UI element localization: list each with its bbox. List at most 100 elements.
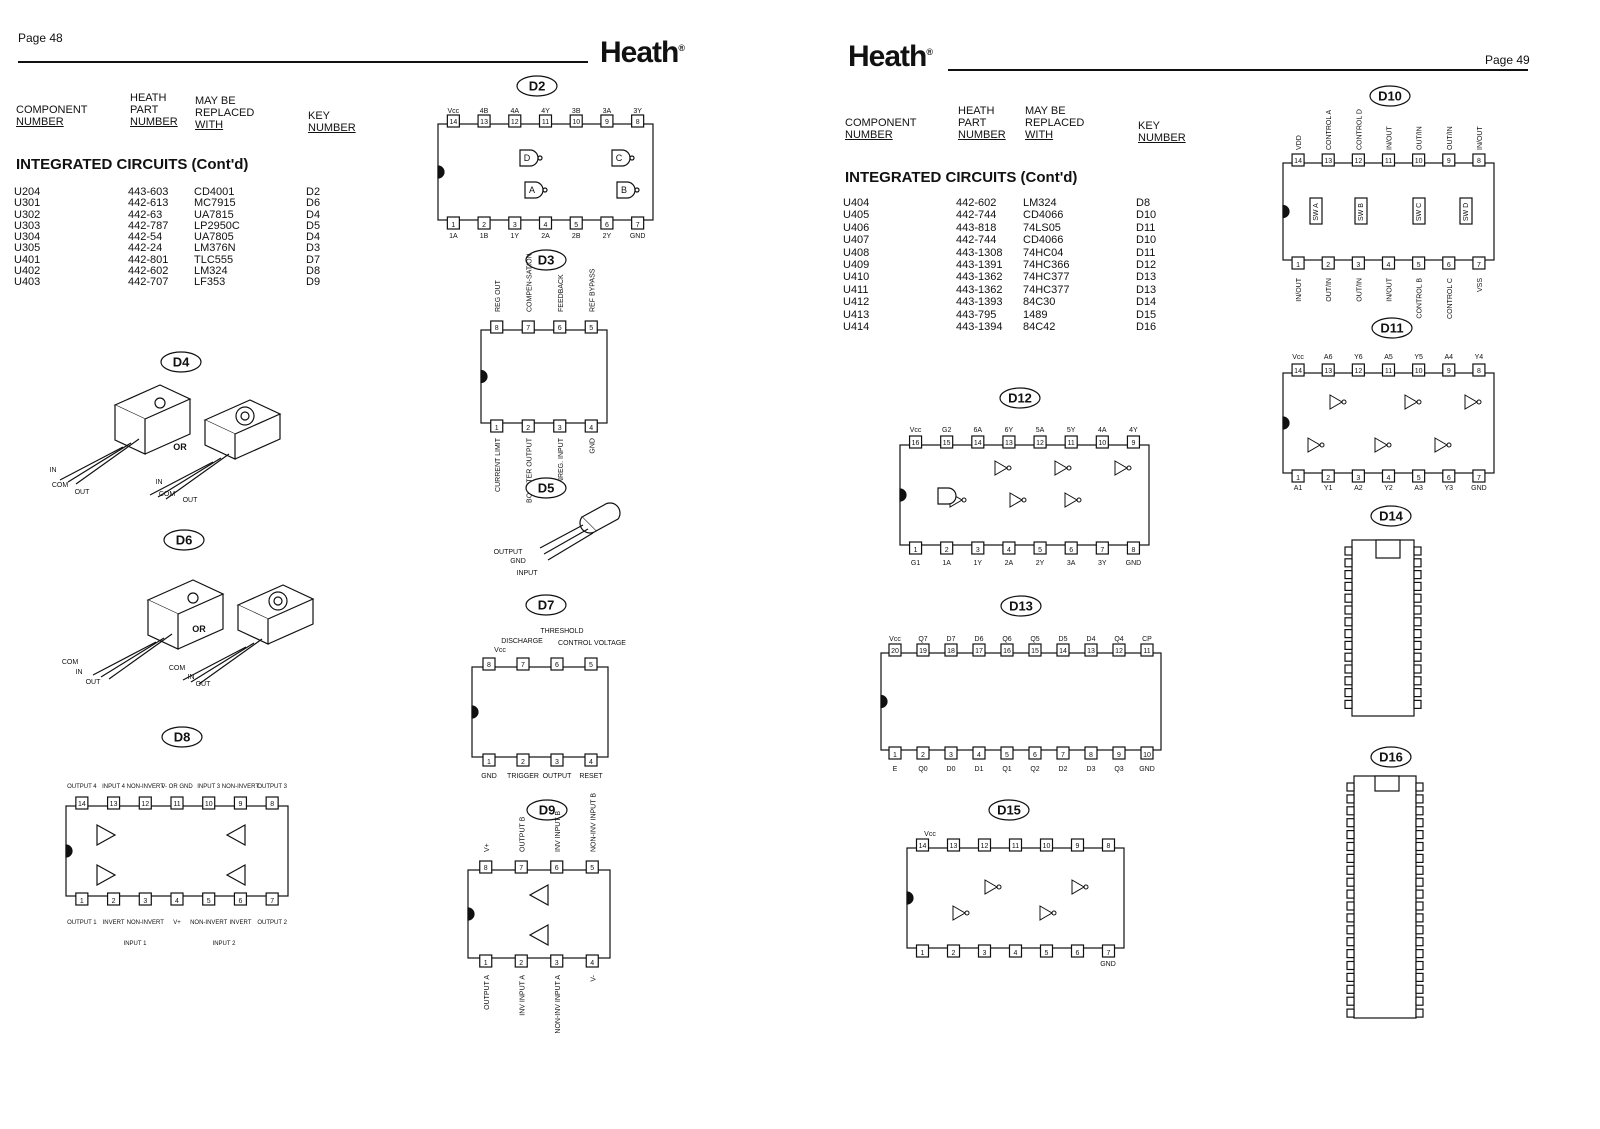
pin-number: 2 bbox=[519, 960, 523, 967]
pin-number: 6 bbox=[555, 662, 559, 669]
pin-label: 5A bbox=[1036, 427, 1045, 434]
diagram-tag-label: D14 bbox=[1379, 509, 1404, 524]
pin-number: 5 bbox=[589, 662, 593, 669]
pin-number: 7 bbox=[1100, 547, 1104, 554]
diagram-tag-label: D6 bbox=[176, 533, 193, 548]
notch-mark bbox=[1282, 204, 1290, 219]
pin-box bbox=[1126, 435, 1141, 449]
pin-box bbox=[1346, 913, 1355, 923]
pin-box bbox=[553, 320, 567, 334]
chip-body bbox=[1282, 372, 1495, 474]
switch-box bbox=[1459, 197, 1473, 225]
pin-number: 9 bbox=[605, 119, 609, 126]
pin-label: OUTPUT 3 bbox=[257, 784, 287, 790]
pin-box bbox=[600, 114, 614, 128]
notch-mark bbox=[1375, 539, 1401, 559]
pin-box bbox=[553, 419, 567, 433]
pin-number: 8 bbox=[1477, 368, 1481, 375]
pin-label: 5Y bbox=[1067, 427, 1076, 434]
pin-box bbox=[138, 892, 152, 906]
pin-number: 6 bbox=[1447, 475, 1451, 482]
pin-box bbox=[482, 657, 496, 671]
pin-number: 6 bbox=[1069, 547, 1073, 554]
pin-label: NON-INVERT bbox=[190, 920, 228, 926]
pin-box bbox=[600, 216, 614, 230]
pin-box bbox=[1346, 853, 1355, 864]
pin-number: 10 bbox=[205, 801, 213, 808]
diagram-tag-oval bbox=[999, 387, 1041, 409]
pin-box bbox=[1413, 546, 1422, 556]
cell-component: U204 bbox=[14, 186, 41, 198]
mount-hole bbox=[187, 592, 199, 604]
cell-part: 443-1308 bbox=[956, 246, 1003, 259]
pin-box bbox=[233, 892, 248, 906]
pin-number: 1 bbox=[914, 547, 918, 554]
gate-label: D bbox=[524, 153, 531, 163]
pin-box bbox=[1415, 841, 1424, 852]
pin-box bbox=[550, 954, 564, 968]
pin-box bbox=[479, 860, 493, 874]
pin-number: 5 bbox=[574, 222, 578, 229]
pin-number: 8 bbox=[1107, 843, 1111, 850]
pin-box bbox=[1344, 605, 1353, 615]
pin-box bbox=[1381, 469, 1396, 483]
pin-box bbox=[1442, 256, 1456, 270]
diagram-tag-label: D13 bbox=[1009, 599, 1033, 614]
pin-box bbox=[1413, 605, 1422, 615]
pin-number: 2 bbox=[1326, 262, 1330, 269]
pin-box bbox=[1412, 363, 1426, 377]
pin-box bbox=[1321, 363, 1335, 377]
pin-box bbox=[265, 796, 279, 810]
pin-label: GND bbox=[1471, 485, 1487, 492]
diagram-tag-label: D10 bbox=[1378, 89, 1402, 104]
pin-label: D5 bbox=[1059, 636, 1068, 643]
pin-box bbox=[1346, 960, 1355, 971]
cell-part: 443-603 bbox=[128, 186, 169, 198]
pin-label: NON-INVERT bbox=[127, 784, 165, 790]
pin-label: 4Y bbox=[1129, 427, 1138, 434]
pin-number: 5 bbox=[207, 898, 211, 905]
lead bbox=[92, 641, 157, 676]
diagram-tag-oval bbox=[1370, 746, 1412, 768]
switch-label: SW D bbox=[1463, 203, 1470, 221]
pin-box bbox=[1000, 746, 1014, 760]
pin-box bbox=[1291, 363, 1305, 377]
pin-box bbox=[1413, 699, 1422, 710]
pin-number: 2 bbox=[112, 898, 116, 905]
lead bbox=[182, 646, 247, 681]
pin-box bbox=[1140, 643, 1154, 657]
pin-label: Q3 bbox=[1114, 766, 1123, 773]
pin-box bbox=[1412, 153, 1426, 167]
pin-box bbox=[888, 643, 902, 657]
cell-replace: UA7815 bbox=[194, 208, 234, 221]
tag-d3: D3 bbox=[525, 249, 567, 271]
pin-box bbox=[1412, 256, 1426, 270]
pin-box bbox=[1415, 913, 1424, 923]
diagram-tag-label: D9 bbox=[539, 803, 556, 818]
pin-label: GND bbox=[589, 438, 596, 454]
pin-number: 13 bbox=[1324, 368, 1332, 375]
pin-box bbox=[1413, 676, 1422, 686]
pin-label: GND bbox=[1139, 766, 1155, 773]
transistor-d4-b bbox=[149, 399, 282, 500]
pin-box bbox=[1344, 617, 1353, 627]
pin-box bbox=[75, 892, 89, 906]
pin-number: 7 bbox=[526, 325, 530, 332]
pin-label: V+ bbox=[173, 920, 181, 926]
diagram-tag-label: D4 bbox=[173, 355, 190, 370]
pin-box bbox=[1344, 687, 1353, 698]
section-title-right: INTEGRATED CIRCUITS (Cont'd) bbox=[845, 169, 1078, 186]
cell-replace: UA7805 bbox=[194, 231, 234, 244]
pin-number: 2 bbox=[526, 425, 530, 432]
diagram-tag-label: D16 bbox=[1379, 750, 1403, 765]
cell-component: U401 bbox=[14, 253, 41, 266]
cell-replace: 1489 bbox=[1023, 308, 1048, 321]
pin-number: 13 bbox=[1005, 440, 1013, 447]
pin-label: V- OR GND bbox=[161, 784, 193, 790]
pin-box bbox=[585, 860, 599, 874]
